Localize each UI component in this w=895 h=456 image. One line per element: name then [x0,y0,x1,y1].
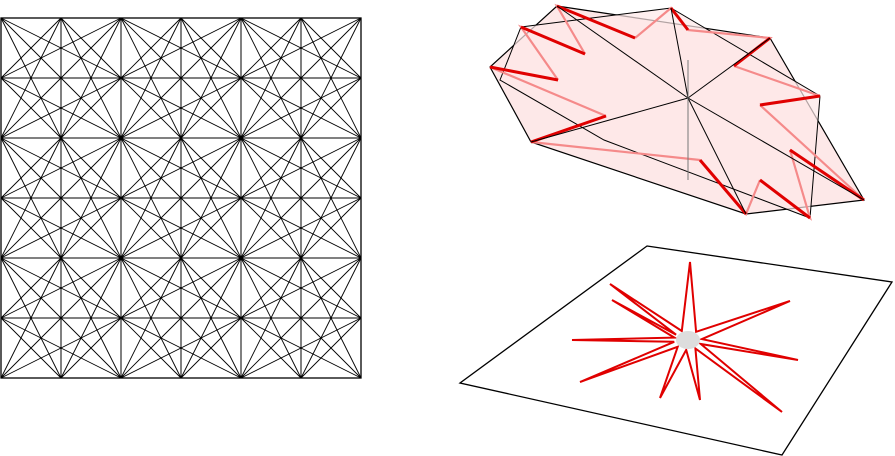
ridge-line [687,37,771,99]
cell-diagonal [300,197,362,259]
radial-crease [120,17,182,139]
cell-diagonal [120,197,182,259]
folded-edge-highlight [759,94,821,107]
radial-crease [240,197,362,259]
folded-edge-highlight [520,25,586,56]
cell-diagonal [180,257,242,319]
radial-crease [300,257,362,379]
cell-diagonal [300,257,362,319]
ridge-line [687,97,865,201]
cell-diagonal [0,137,62,199]
cell-diagonal [0,17,62,79]
radial-crease [300,17,362,139]
radial-crease [240,17,302,139]
cell-diagonal [60,197,122,259]
cell-diagonal [60,137,122,199]
radial-crease [120,17,242,79]
cell-diagonal [60,257,122,319]
cell-diagonal [240,317,302,379]
cell-diagonal [60,17,122,79]
radial-crease [180,257,242,379]
cell-diagonal [0,257,62,319]
cell-diagonal [180,317,242,379]
cell-diagonal [300,137,362,199]
radial-crease [120,137,242,199]
ridge-line [556,5,689,99]
radial-crease [0,317,122,379]
radial-crease [120,197,242,259]
cell-diagonal [300,77,362,139]
folded-edge-highlight [759,178,811,220]
cell-diagonal [300,17,362,79]
folded-star-form [489,3,865,221]
cell-diagonal [240,17,302,79]
radial-crease [0,77,122,139]
crease-pattern-grid [0,17,362,379]
radial-crease [120,137,182,259]
base-plane [458,245,894,456]
cell-diagonal [120,257,182,319]
radial-crease [300,137,362,259]
radial-crease [0,137,122,199]
radial-crease [60,137,122,259]
folded-edge-highlight [530,114,607,144]
radial-crease [60,257,122,379]
cell-diagonal [180,137,242,199]
radial-crease [0,17,62,139]
cell-diagonal [300,317,362,379]
radial-crease [240,257,362,319]
cell-diagonal [180,197,242,259]
radial-crease [180,137,242,259]
cell-diagonal [0,197,62,259]
star-center [676,331,700,349]
cell-diagonal [240,197,302,259]
radial-crease [240,137,362,199]
folded-edge-highlight [698,159,748,215]
cell-diagonal [60,317,122,379]
cell-diagonal [120,17,182,79]
cell-diagonal [240,137,302,199]
cell-diagonal [120,137,182,199]
cell-diagonal [120,77,182,139]
folded-edge-highlight [556,4,636,40]
ridge-line [670,7,689,99]
radial-crease [120,77,242,139]
radial-crease [180,17,242,139]
cell-diagonal [240,257,302,319]
folded-edge-highlight [489,65,559,82]
cell-diagonal [180,77,242,139]
cell-diagonal [120,317,182,379]
radial-crease [240,77,362,139]
radial-crease [120,317,242,379]
radial-crease [0,17,122,79]
radial-crease [240,257,302,379]
radial-crease [240,317,362,379]
folded-edge-highlight [669,7,690,31]
radial-crease [0,257,122,319]
ridge-line [530,97,689,143]
radial-crease [120,257,182,379]
radial-crease [240,137,302,259]
cell-diagonal [240,77,302,139]
cell-diagonal [0,77,62,139]
radial-crease [120,257,242,319]
cell-diagonal [60,77,122,139]
folded-edge-highlight [789,148,865,202]
radial-crease [0,137,62,259]
cell-diagonal [180,17,242,79]
cell-diagonal [0,317,62,379]
radial-crease [240,17,362,79]
radial-crease [0,257,62,379]
radial-crease [0,197,122,259]
ridge-line [687,97,747,215]
radial-crease [60,17,122,139]
